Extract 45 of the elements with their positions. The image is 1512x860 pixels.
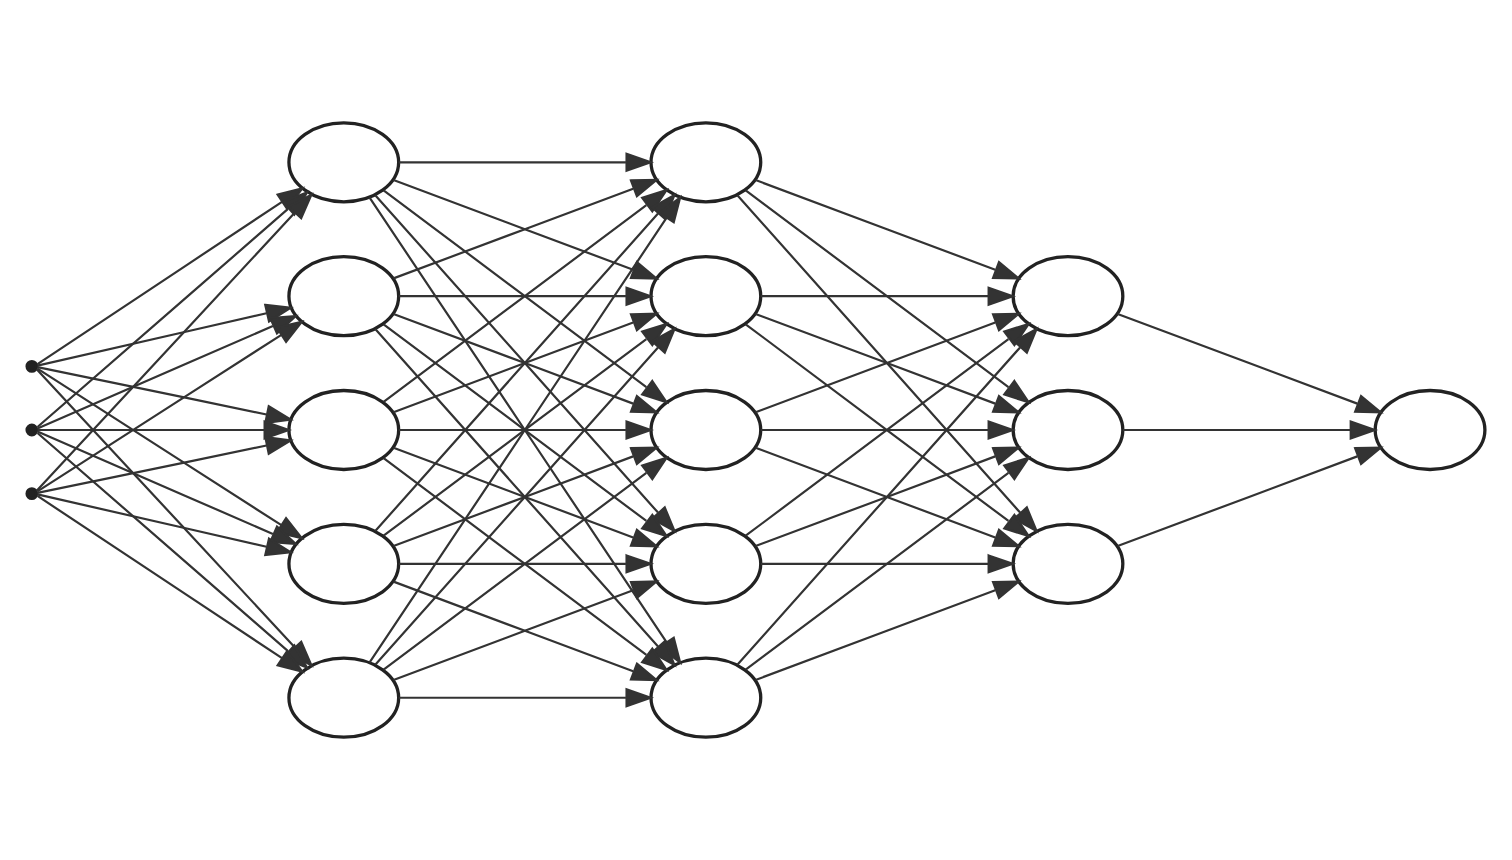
node-ellipse — [649, 656, 763, 739]
node-ellipse — [287, 121, 401, 204]
arrow — [760, 286, 1017, 307]
arrow — [1117, 312, 1384, 414]
node-ellipse — [1373, 388, 1487, 472]
node-ellipse — [1011, 388, 1125, 472]
arrow — [393, 312, 660, 414]
node-ellipse — [1011, 255, 1125, 338]
arrow — [736, 194, 1039, 534]
arrow — [760, 553, 1017, 574]
arrow — [398, 687, 654, 708]
arrow — [37, 420, 293, 440]
node-ellipse — [649, 522, 763, 605]
arrow — [398, 553, 654, 574]
arrow — [755, 580, 1022, 681]
node-ellipse — [287, 255, 401, 338]
arrow — [37, 366, 294, 425]
node-ellipse — [649, 388, 763, 472]
node-ellipse — [649, 255, 763, 338]
arrow — [36, 319, 305, 493]
arrow — [745, 455, 1032, 671]
arrow — [37, 435, 294, 494]
arrow — [398, 152, 654, 173]
arrow — [398, 286, 654, 307]
arrow — [37, 303, 294, 367]
node-point — [25, 487, 39, 501]
arrow — [745, 189, 1032, 405]
node-ellipse — [287, 388, 401, 472]
node-point — [25, 423, 39, 437]
arrow — [37, 493, 294, 557]
node-point — [25, 359, 39, 373]
arrow — [760, 420, 1017, 440]
arrow — [755, 179, 1022, 280]
arrow — [755, 312, 1022, 414]
arrow — [398, 420, 654, 440]
node-ellipse — [649, 121, 763, 204]
node-ellipse — [287, 656, 401, 739]
arrow — [1117, 446, 1384, 548]
arrow — [1122, 420, 1379, 440]
node-ellipse — [287, 522, 401, 605]
node-ellipse — [1011, 522, 1125, 605]
arrow — [37, 430, 299, 546]
arrow — [393, 446, 660, 548]
arrow — [755, 446, 1022, 548]
arrow — [736, 326, 1039, 666]
